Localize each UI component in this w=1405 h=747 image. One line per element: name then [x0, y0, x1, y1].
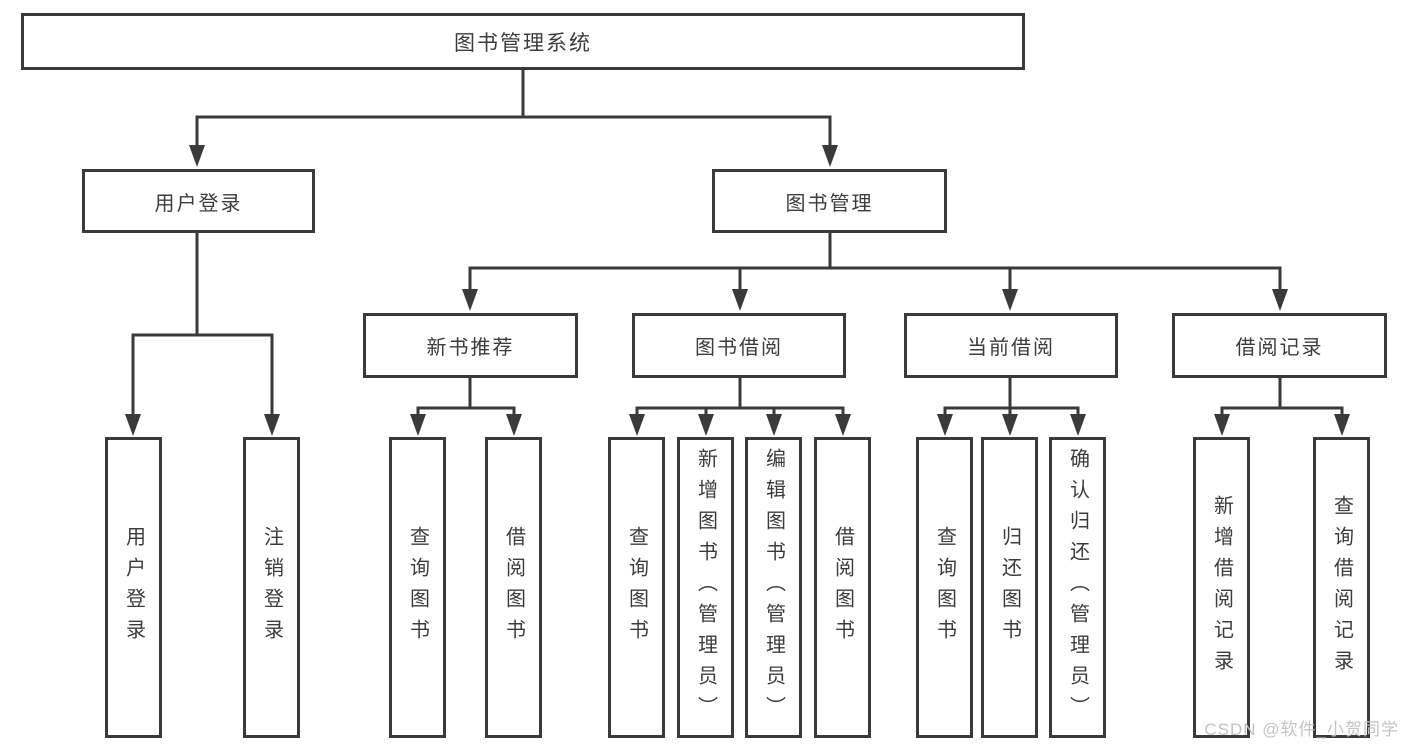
arrow-icon: [506, 414, 522, 436]
leaf-logout: 注销登录: [243, 437, 300, 738]
leaf-bb-query-books: 查询图书: [608, 437, 665, 738]
arrow-icon: [629, 414, 645, 436]
arrow-icon: [264, 414, 280, 436]
connector-bb-branch: [635, 406, 845, 416]
arrowheads: [125, 145, 1350, 436]
connector-br-branch: [1220, 406, 1344, 416]
connector-userlogin-branch: [131, 333, 274, 418]
node-current-borrowing: 当前借阅: [904, 313, 1118, 378]
node-user-login: 用户登录: [82, 169, 315, 233]
leaf-bb-edit-books-admin: 编辑图书（管理员）: [745, 437, 802, 738]
node-borrowing-records: 借阅记录: [1172, 313, 1387, 378]
leaf-bb-add-books-admin: 新增图书（管理员）: [677, 437, 734, 738]
leaf-br-add-record: 新增借阅记录: [1193, 437, 1250, 738]
leaf-user-login: 用户登录: [105, 437, 162, 738]
connector-nbr-branch: [416, 406, 516, 416]
arrow-icon: [822, 145, 838, 167]
arrow-icon: [937, 414, 953, 436]
arrow-icon: [1070, 414, 1086, 436]
leaf-nbr-query-books: 查询图书: [389, 437, 446, 738]
arrow-icon: [410, 414, 426, 436]
arrow-icon: [1214, 414, 1230, 436]
leaf-cb-query-books: 查询图书: [916, 437, 973, 738]
leaf-nbr-borrow-books: 借阅图书: [485, 437, 542, 738]
node-book-borrowing: 图书借阅: [632, 313, 846, 378]
arrow-icon: [1272, 289, 1288, 311]
node-book-management: 图书管理: [712, 169, 947, 233]
leaf-br-query-record: 查询借阅记录: [1313, 437, 1370, 738]
leaf-cb-return-books: 归还图书: [981, 437, 1038, 738]
node-root: 图书管理系统: [21, 13, 1025, 70]
arrow-icon: [462, 289, 478, 311]
arrow-icon: [1334, 414, 1350, 436]
arrow-icon: [1002, 289, 1018, 311]
connector-bookmgmt-branch: [468, 266, 1282, 293]
leaf-cb-confirm-return-admin: 确认归还（管理员）: [1049, 437, 1106, 738]
arrow-icon: [732, 289, 748, 311]
connector-root-branch: [195, 115, 832, 150]
arrow-icon: [766, 414, 782, 436]
arrow-icon: [835, 414, 851, 436]
arrow-icon: [1002, 414, 1018, 436]
leaf-bb-borrow-books: 借阅图书: [814, 437, 871, 738]
csdn-watermark: CSDN @软件_小贺同学: [1204, 720, 1399, 739]
arrow-icon: [698, 414, 714, 436]
arrow-icon: [125, 414, 141, 436]
node-new-book-recommend: 新书推荐: [363, 313, 578, 378]
arrow-icon: [189, 145, 205, 167]
